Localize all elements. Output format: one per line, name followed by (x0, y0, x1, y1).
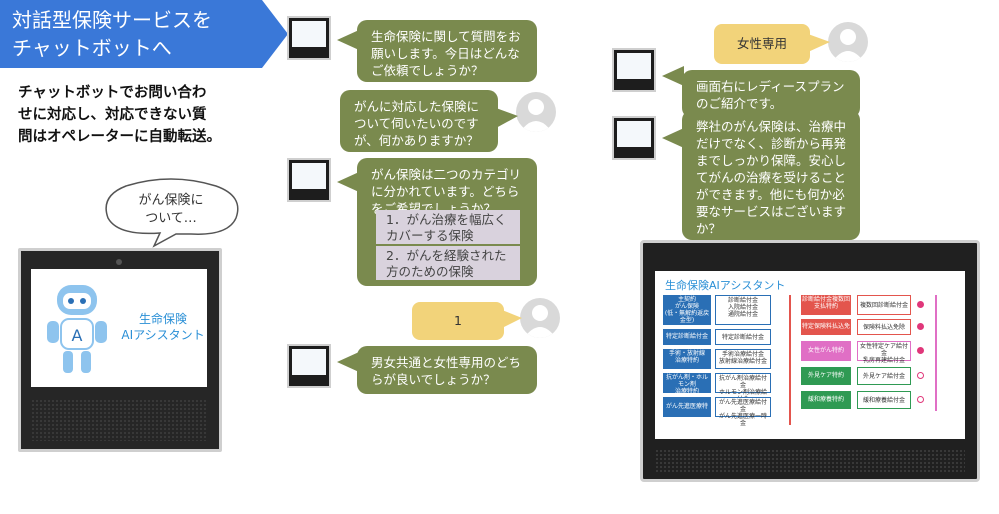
device-screen: A 生命保険 AIアシスタント (31, 269, 207, 387)
device-screen: 生命保険AIアシスタント 主契約がん保険(低・無解約返戻金型) 診断給付金入院給… (655, 271, 965, 439)
bubble-tail (808, 34, 830, 52)
plan-cell: 特定診断給付金特約 (663, 329, 711, 354)
speaker-grille (655, 449, 965, 473)
user-avatar (516, 92, 556, 132)
bot-avatar (287, 158, 331, 202)
bubble-tail (337, 352, 359, 372)
side-rule (935, 295, 937, 411)
user-message: 女性専用 (714, 24, 810, 64)
user-avatar (520, 298, 560, 338)
user-icon (832, 29, 864, 62)
thought-text: がん保険に ついて… (138, 193, 204, 226)
benefit-cell: 複数回診断給付金 (857, 295, 911, 315)
user-avatar (828, 22, 868, 62)
bot-message: 生命保険に関して質問をお願いします。今日はどんなご依頼でしょうか？ (357, 20, 537, 82)
bot-avatar (287, 16, 331, 60)
open-mark-icon (917, 396, 924, 403)
robot-icon: A (47, 285, 107, 373)
bot-message: 男女共通と女性専用のどちらが良いでしょうか？ (357, 346, 537, 394)
option-1[interactable]: 1．がん治療を幅広くカバーする保険 (376, 210, 520, 244)
user-icon (524, 305, 556, 338)
divider (789, 295, 791, 425)
bot-message: 弊社のがん保険は、治療中だけでなく、診断から再発までしっかり保障。安心し てがん… (682, 110, 860, 240)
bot-avatar (612, 116, 656, 160)
svg-text:A: A (72, 326, 83, 345)
benefit-cell: 保険料払込免除 (857, 319, 911, 335)
filled-mark-icon (917, 347, 924, 354)
rider-cell: 外見ケア特約 (801, 367, 851, 385)
assistant-title: 生命保険AIアシスタント (665, 279, 786, 292)
bubble-tail (502, 310, 522, 328)
user-message: がんに対応した保険について伺いたいのですが、何かありますか？ (340, 90, 498, 152)
bubble-tail (662, 128, 684, 148)
page-title: 対話型保険サービスを チャットボットへ (12, 8, 212, 60)
description: チャットボットでお問い合わ せに対応し、対応できない質 問はオペレーターに自動転… (18, 85, 221, 145)
rider-cell: 特定保険料払込免除特約 (801, 319, 851, 344)
rider-cell: 診断給付金複数回支払特約 (801, 295, 851, 315)
smart-display-left: A 生命保険 AIアシスタント (18, 248, 222, 452)
plan-cell: 主契約がん保険(低・無解約返戻金型) (663, 295, 711, 325)
plan-cell: 抗がん剤・ホルモン剤治療特約 (663, 373, 711, 395)
benefit-cell: 女性特定ケア給付金乳房再建給付金 (857, 341, 911, 364)
option-2[interactable]: 2．がんを経験された方のための保険 (376, 246, 520, 280)
thought-bubble (105, 178, 239, 248)
benefit-cell: 抗がん剤治療給付金ホルモン剤治療給付金 (715, 373, 771, 403)
user-message: 1 (412, 302, 504, 340)
filled-mark-icon (917, 301, 924, 308)
open-mark-icon (917, 372, 924, 379)
user-icon (520, 99, 552, 132)
plan-cell: 手術・放射線治療特約 (663, 349, 711, 369)
bot-avatar (287, 344, 331, 388)
plan-cell: がん先進医療特約 (663, 397, 711, 428)
benefit-cell: 緩和療養給付金 (857, 391, 911, 409)
rider-cell: 女性がん特約 (801, 341, 851, 361)
bubble-tail (662, 66, 684, 86)
bubble-tail (337, 30, 359, 50)
benefit-cell: 特定診断給付金 (715, 329, 771, 345)
smart-display-right: 生命保険AIアシスタント 主契約がん保険(低・無解約返戻金型) 診断給付金入院給… (640, 240, 980, 482)
benefit-cell: 外見ケア給付金 (857, 367, 911, 385)
filled-mark-icon (917, 323, 924, 330)
bot-avatar (612, 48, 656, 92)
bubble-tail (337, 172, 359, 192)
benefit-cell: 診断給付金入院給付金通院給付金 (715, 295, 771, 325)
assistant-label: 生命保険 AIアシスタント (121, 312, 205, 342)
speaker-grille (31, 399, 207, 441)
title-banner (0, 0, 288, 68)
camera-icon (116, 259, 122, 265)
benefit-cell: がん先進医療給付金がん先進医療一時金 (715, 397, 771, 427)
benefit-cell: 手術治療給付金放射線治療給付金 (715, 349, 771, 369)
bubble-tail (496, 108, 518, 128)
rider-cell: 緩和療養特約 (801, 391, 851, 409)
